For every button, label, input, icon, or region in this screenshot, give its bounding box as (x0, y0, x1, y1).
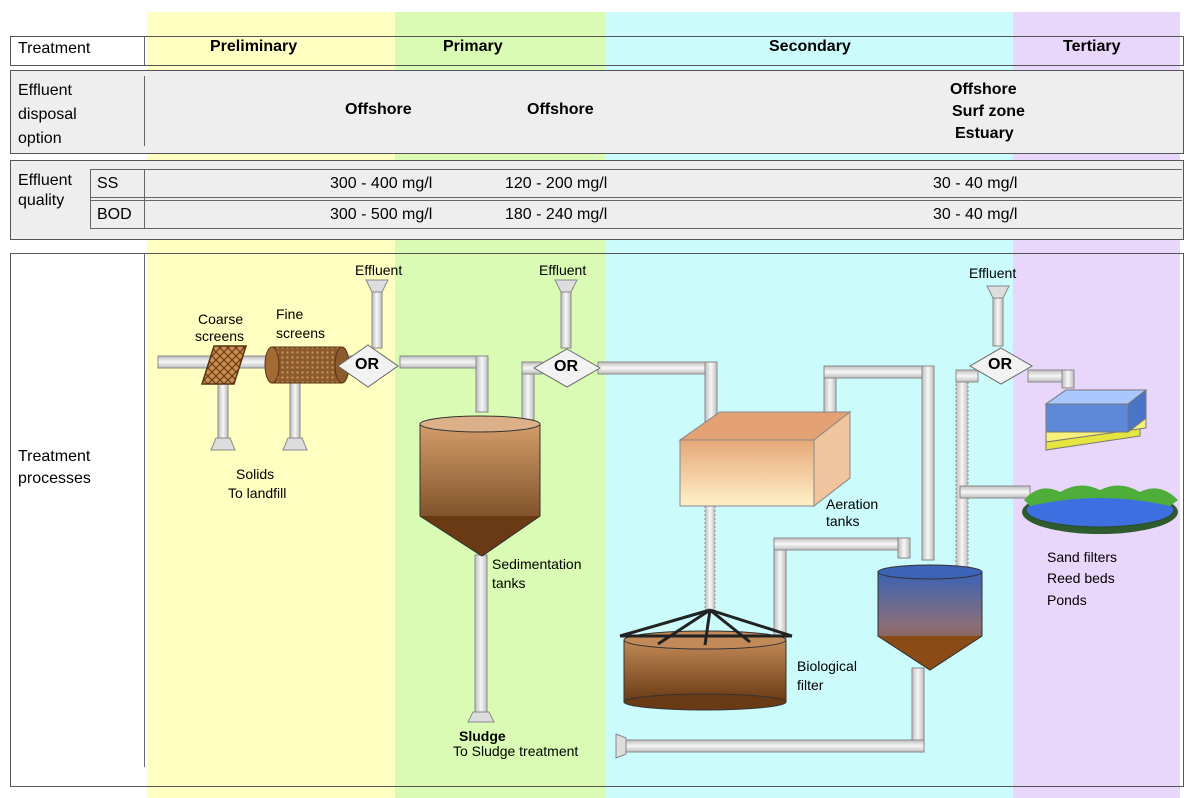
quality-label-2: quality (18, 192, 65, 209)
tertiary-option-1: Sand filters (1047, 549, 1118, 565)
stage-preliminary: Preliminary (210, 38, 298, 55)
or-diamond-3 (969, 347, 1033, 385)
treatment-row-label: Treatment (18, 40, 91, 57)
or-diamond-2 (532, 348, 602, 388)
stage-tertiary: Tertiary (1063, 38, 1121, 55)
fine-screens-label-2: screens (276, 325, 326, 341)
biological-label-2: filter (797, 677, 824, 693)
disposal-secondary-1: Offshore (950, 81, 1017, 98)
aeration-label-2: tanks (826, 513, 860, 529)
effluent-label-2: Effluent (539, 262, 587, 278)
disposal-label-3: option (18, 130, 62, 147)
bod-preliminary: 300 - 500 mg/l (330, 206, 433, 223)
bod-secondary: 30 - 40 mg/l (933, 206, 1018, 223)
ss-preliminary: 300 - 400 mg/l (330, 175, 433, 192)
sludge-treatment-label: To Sludge treatment (453, 743, 579, 759)
processes-label-2: processes (18, 470, 91, 487)
treatment-row (10, 36, 1184, 66)
biological-filter (619, 608, 793, 711)
disposal-row (10, 70, 1184, 154)
coarse-screens-label-2: screens (195, 328, 245, 344)
stage-primary: Primary (443, 38, 503, 55)
tertiary-option-3: Ponds (1047, 592, 1087, 608)
processes-row (10, 253, 1184, 787)
sedimentation-label-1: Sedimentation (492, 556, 582, 572)
ss-label: SS (97, 175, 119, 192)
aeration-tank (678, 410, 852, 508)
fine-screens-label-1: Fine (276, 306, 304, 322)
disposal-primary: Offshore (527, 101, 594, 118)
aeration-label-1: Aeration (826, 496, 879, 512)
biological-label-1: Biological (797, 658, 857, 674)
bod-label: BOD (97, 206, 132, 223)
disposal-preliminary: Offshore (345, 101, 412, 118)
disposal-label-2: disposal (18, 106, 77, 123)
bod-primary: 180 - 240 mg/l (505, 206, 608, 223)
effluent-label-1: Effluent (355, 262, 403, 278)
disposal-label-1: Effluent (18, 82, 72, 99)
or-label-1: OR (355, 356, 379, 373)
disposal-secondary-2: Surf zone (952, 103, 1025, 120)
effluent-label-3: Effluent (969, 265, 1017, 281)
disposal-secondary-3: Estuary (955, 125, 1014, 142)
sludge-label: Sludge (459, 728, 506, 744)
ss-secondary: 30 - 40 mg/l (933, 175, 1018, 192)
or-label-2: OR (554, 358, 578, 375)
processes-label-1: Treatment (18, 448, 91, 465)
coarse-screens-label-1: Coarse (198, 311, 244, 327)
pond (1022, 485, 1178, 534)
tertiary-option-2: Reed beds (1047, 570, 1115, 586)
sand-filter (1044, 388, 1148, 451)
solids-label-2: To landfill (228, 485, 287, 501)
or-label-3: OR (988, 356, 1012, 373)
ss-primary: 120 - 200 mg/l (505, 175, 608, 192)
solids-label-1: Solids (236, 466, 275, 482)
stage-secondary: Secondary (769, 38, 851, 55)
sedimentation-label-2: tanks (492, 575, 526, 591)
or-diamond-1 (337, 344, 399, 388)
quality-label-1: Effluent (18, 172, 72, 189)
